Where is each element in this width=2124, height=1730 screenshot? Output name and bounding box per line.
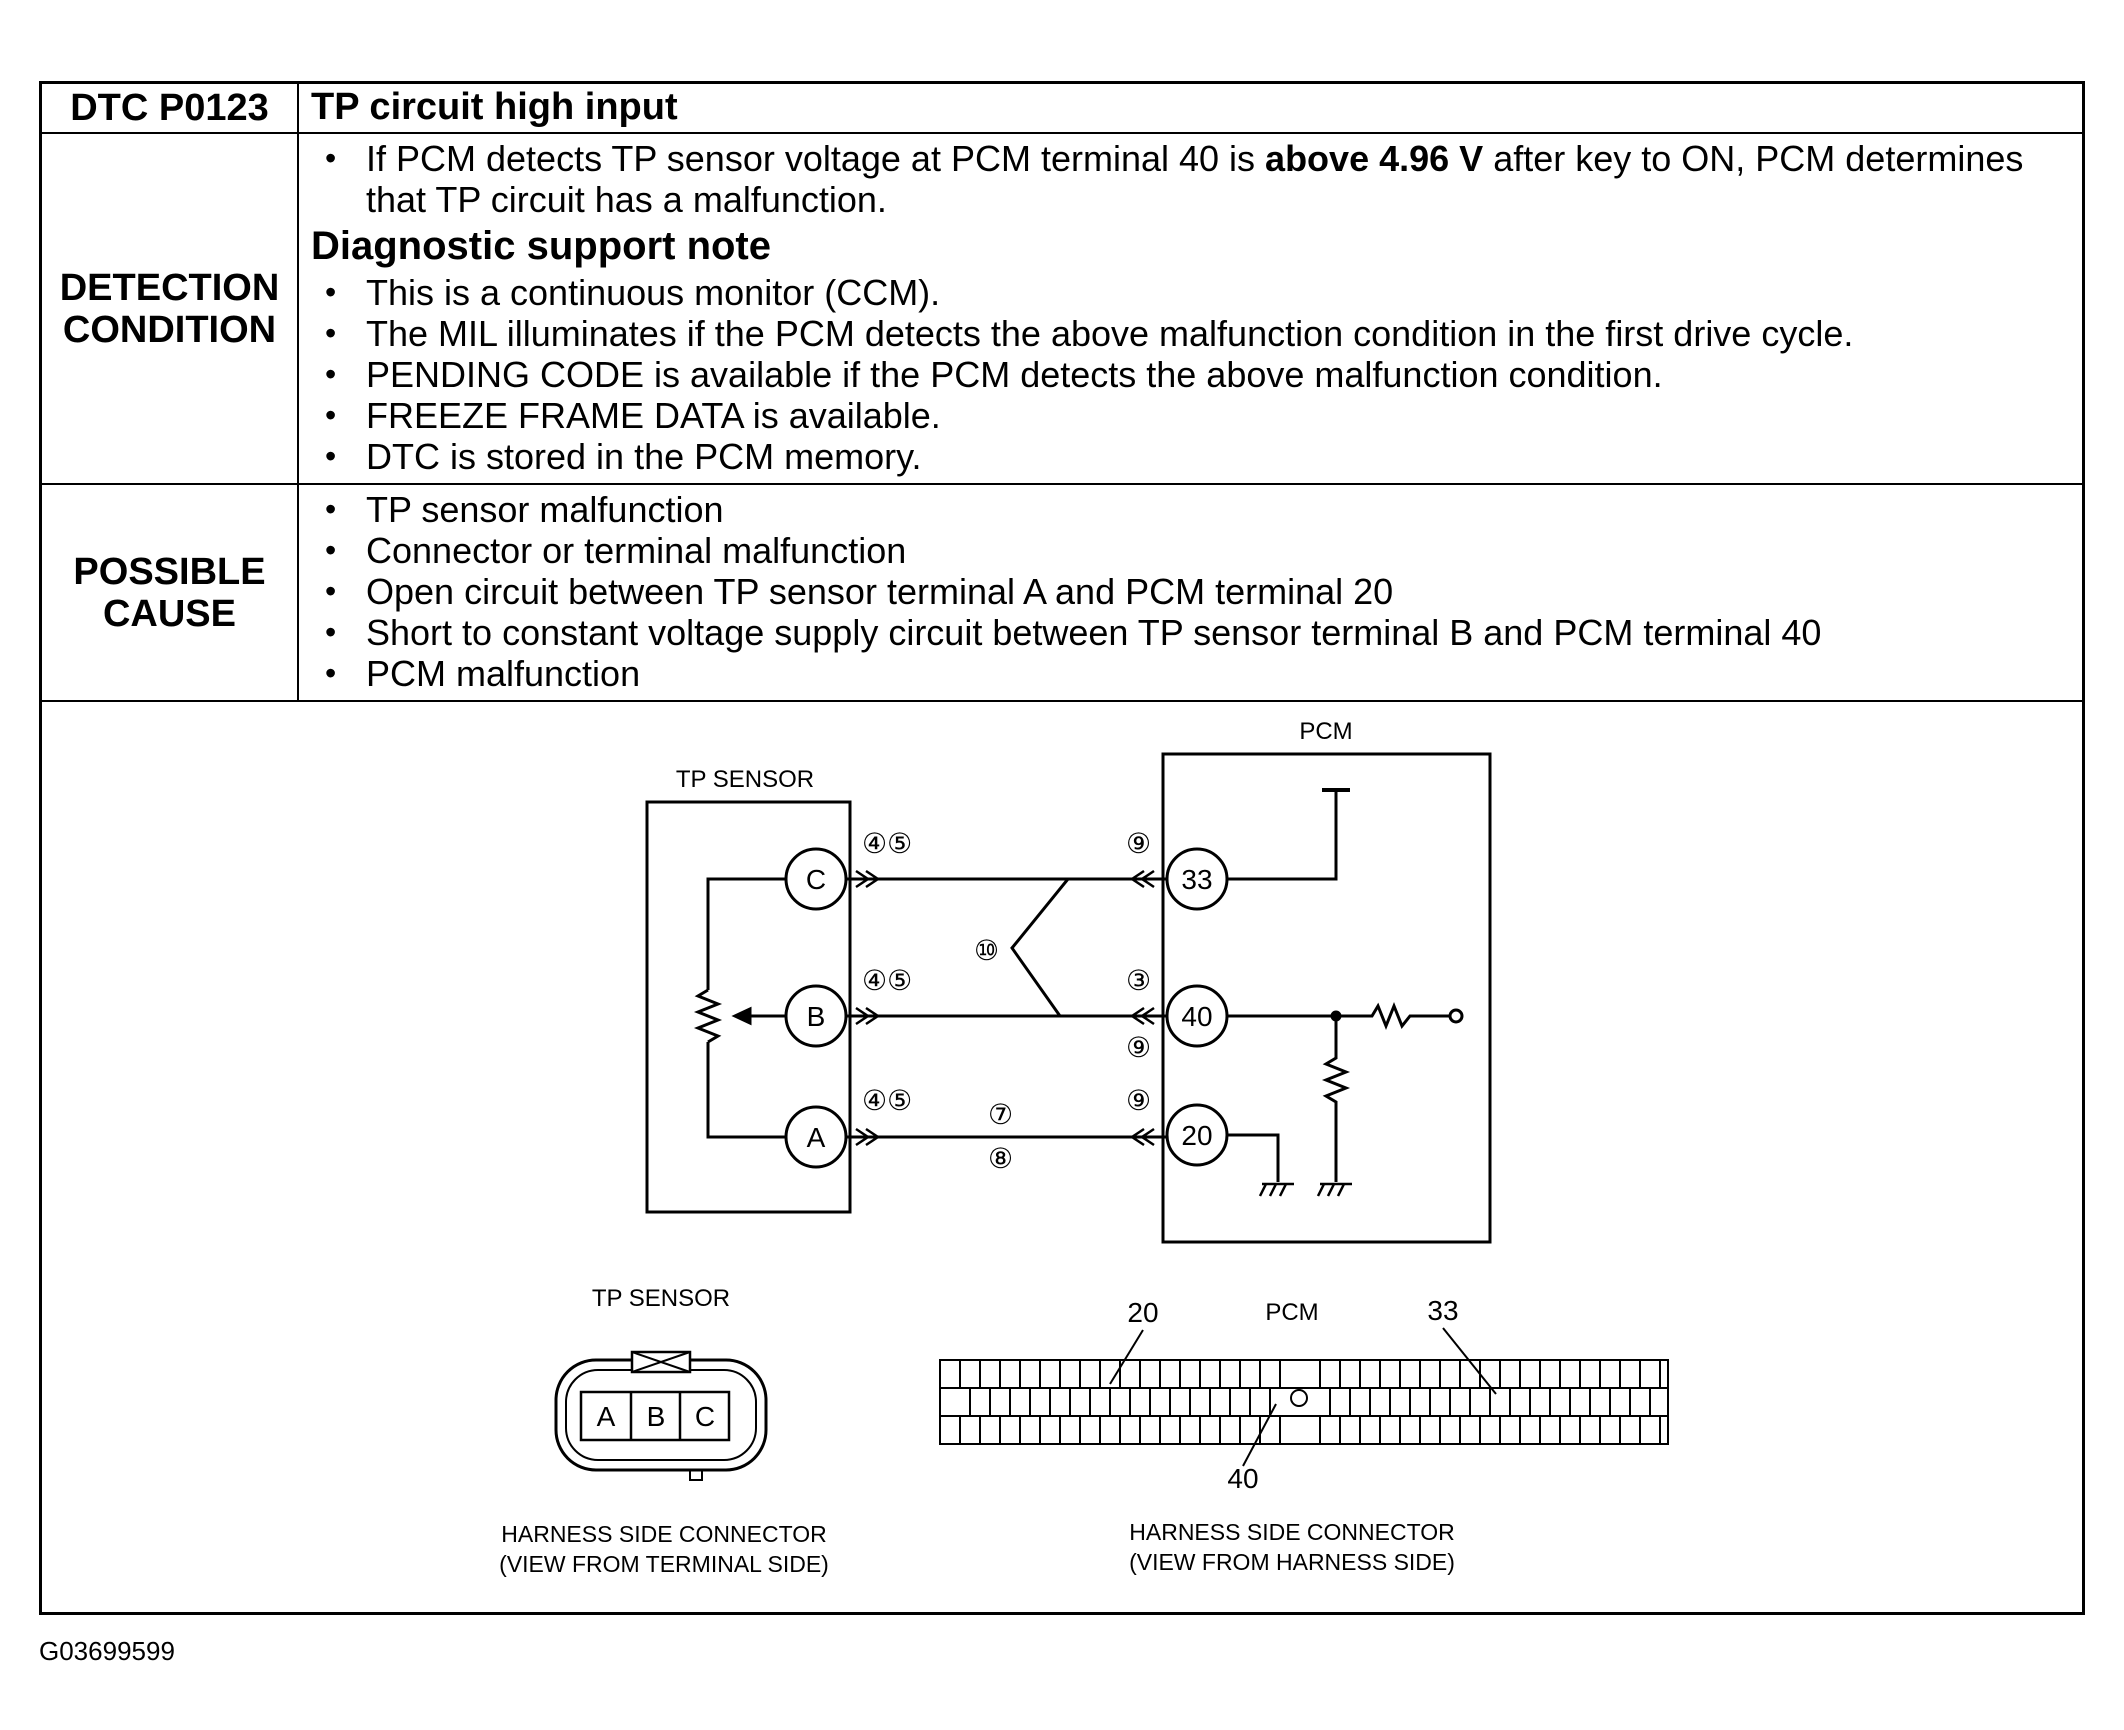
tp-conn-pin-a: A bbox=[597, 1401, 616, 1432]
tp-sensor-connector: TP SENSOR A B C HARNESS SIDE CONNECTOR (… bbox=[499, 1285, 829, 1577]
cause-item: Short to constant voltage supply circuit… bbox=[311, 612, 2082, 653]
pcm-terminal-20: 20 bbox=[1165, 1103, 1229, 1167]
note-item: The MIL illuminates if the PCM detects t… bbox=[311, 313, 2082, 354]
detection-row: DETECTION CONDITION If PCM detects TP se… bbox=[42, 132, 2082, 485]
sensor-terminal-b: B bbox=[784, 984, 848, 1048]
callout-c-45: ④⑤ bbox=[862, 828, 912, 859]
pcm-internal-circuit bbox=[1227, 788, 1464, 1197]
cause-item: TP sensor malfunction bbox=[311, 489, 2082, 530]
callout-10-leader bbox=[1010, 878, 1070, 1017]
pcm-connector-title: PCM bbox=[1265, 1299, 1318, 1326]
pcm-connector-caption-1: HARNESS SIDE CONNECTOR bbox=[1129, 1519, 1454, 1545]
diagnostic-note-list: This is a continuous monitor (CCM). The … bbox=[299, 272, 2082, 477]
pcm-terminal-33: 33 bbox=[1165, 847, 1229, 911]
tp-connector-caption-2: (VIEW FROM TERMINAL SIDE) bbox=[499, 1551, 829, 1577]
detection-label-line1: DETECTION bbox=[59, 266, 280, 309]
cause-label-line1: POSSIBLE bbox=[73, 550, 266, 593]
tp-sensor-box bbox=[645, 800, 852, 1214]
tp-conn-pin-c: C bbox=[695, 1401, 715, 1432]
dtc-sheet: DTC P0123 TP circuit high input DETECTIO… bbox=[39, 81, 2085, 1615]
sensor-terminal-c-label: C bbox=[806, 864, 826, 895]
detection-label-line2: CONDITION bbox=[62, 308, 277, 351]
dtc-title: TP circuit high input bbox=[297, 84, 2082, 134]
detection-main-list: If PCM detects TP sensor voltage at PCM … bbox=[299, 138, 2082, 220]
callout-a-9: ⑨ bbox=[1126, 1085, 1151, 1116]
tp-connector-caption-1: HARNESS SIDE CONNECTOR bbox=[501, 1521, 826, 1547]
callout-b-3: ③ bbox=[1126, 965, 1151, 996]
cause-list: TP sensor malfunction Connector or termi… bbox=[299, 489, 2082, 694]
header-row: DTC P0123 TP circuit high input bbox=[42, 84, 2082, 134]
callout-a-45: ④⑤ bbox=[862, 1085, 912, 1116]
cause-item: Connector or terminal malfunction bbox=[311, 530, 2082, 571]
detection-main-post: after key to ON, PCM determines that TP … bbox=[366, 138, 2024, 220]
pcm-connector-caption-2: (VIEW FROM HARNESS SIDE) bbox=[1129, 1549, 1455, 1575]
pcm-box bbox=[1161, 752, 1492, 1244]
pcm-pin-33-leader bbox=[1442, 1327, 1497, 1395]
sensor-terminal-a-label: A bbox=[807, 1122, 826, 1153]
sensor-side-connector-marks bbox=[855, 869, 881, 1147]
pcm-terminal-33-label: 33 bbox=[1181, 864, 1212, 895]
pcm-connector-grid bbox=[939, 1359, 1669, 1445]
tp-sensor-label: TP SENSOR bbox=[676, 766, 814, 793]
pcm-side-connector-marks bbox=[1129, 869, 1155, 1147]
pcm-pin-40-leader bbox=[1242, 1403, 1277, 1467]
tp-connector-title: TP SENSOR bbox=[592, 1285, 730, 1312]
sensor-terminal-c: C bbox=[784, 847, 848, 911]
detection-label: DETECTION CONDITION bbox=[42, 132, 299, 485]
ground-symbol bbox=[1316, 1182, 1352, 1197]
cause-row: POSSIBLE CAUSE TP sensor malfunction Con… bbox=[42, 483, 2082, 702]
callout-10: ⑩ bbox=[974, 935, 999, 966]
callout-a-8: ⑧ bbox=[988, 1143, 1013, 1174]
cause-item: PCM malfunction bbox=[311, 653, 2082, 694]
diagnostic-note-heading: Diagnostic support note bbox=[311, 224, 771, 268]
cause-item: Open circuit between TP sensor terminal … bbox=[311, 571, 2082, 612]
note-item: FREEZE FRAME DATA is available. bbox=[311, 395, 2082, 436]
sensor-terminal-b-label: B bbox=[807, 1001, 826, 1032]
note-item: DTC is stored in the PCM memory. bbox=[311, 436, 2082, 477]
dtc-table: DTC P0123 TP circuit high input DETECTIO… bbox=[42, 84, 2082, 702]
pcm-connector-body bbox=[939, 1359, 1669, 1445]
dtc-code: DTC P0123 bbox=[42, 84, 299, 134]
callout-b-45: ④⑤ bbox=[862, 965, 912, 996]
pcm-pin-20-leader bbox=[1109, 1329, 1144, 1385]
tp-conn-pin-b: B bbox=[647, 1401, 666, 1432]
detection-content: If PCM detects TP sensor voltage at PCM … bbox=[297, 132, 2082, 485]
callout-a-7: ⑦ bbox=[988, 1099, 1013, 1130]
figure-id: G03699599 bbox=[39, 1636, 175, 1666]
detection-main-pre: If PCM detects TP sensor voltage at PCM … bbox=[366, 138, 1266, 179]
pcm-terminal-40-label: 40 bbox=[1181, 1001, 1212, 1032]
pcm-terminal-40: 40 bbox=[1165, 984, 1229, 1048]
ground-symbol bbox=[1258, 1182, 1294, 1197]
cause-label-line2: CAUSE bbox=[102, 592, 237, 635]
callout-numbers: ④⑤ ④⑤ ④⑤ ⑨ ③ ⑨ ⑨ ⑦ ⑧ ⑩ bbox=[862, 828, 1151, 1174]
tp-potentiometer bbox=[693, 877, 786, 1139]
cause-content: TP sensor malfunction Connector or termi… bbox=[297, 483, 2082, 702]
pcm-conn-pin-20-label: 20 bbox=[1127, 1297, 1158, 1328]
cause-label: POSSIBLE CAUSE bbox=[42, 483, 299, 702]
pcm-connector: PCM 20 33 40 HARNESS SIDE CONNECTOR (VIE… bbox=[939, 1295, 1669, 1575]
pcm-conn-pin-33-label: 33 bbox=[1427, 1295, 1458, 1326]
note-item: This is a continuous monitor (CCM). bbox=[311, 272, 2082, 313]
detection-threshold: above 4.96 V bbox=[1265, 138, 1484, 179]
note-item: PENDING CODE is available if the PCM det… bbox=[311, 354, 2082, 395]
pcm-connector-lock-hole bbox=[1290, 1389, 1308, 1407]
detection-main-item: If PCM detects TP sensor voltage at PCM … bbox=[311, 138, 2082, 220]
pcm-label: PCM bbox=[1299, 718, 1352, 745]
pcm-terminal-20-label: 20 bbox=[1181, 1120, 1212, 1151]
callout-b-9: ⑨ bbox=[1126, 1032, 1151, 1063]
pcm-conn-pin-40-label: 40 bbox=[1227, 1463, 1258, 1494]
sensor-terminal-a: A bbox=[784, 1105, 848, 1169]
callout-c-9: ⑨ bbox=[1126, 828, 1151, 859]
